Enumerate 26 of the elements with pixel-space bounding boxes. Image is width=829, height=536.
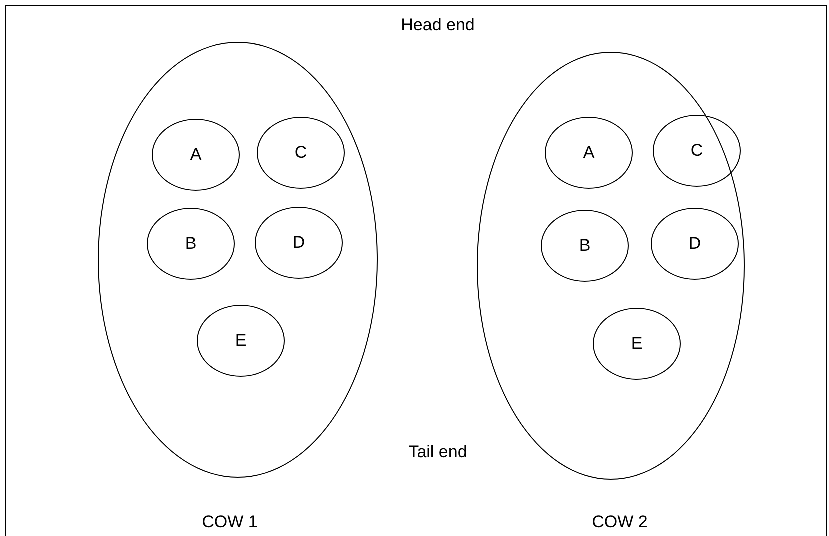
teat-circle [545,117,633,189]
teat-label: A [190,144,202,166]
teat-label: A [583,142,595,164]
teat-circle [152,119,240,191]
teat-label: B [185,233,197,256]
teat-circle [197,305,285,377]
teat-label: D [292,232,306,254]
teat-circle [257,117,345,189]
teat-label: E [631,333,643,356]
teat-label: C [690,140,704,162]
teat-label: D [688,233,702,256]
teat-circle [255,207,343,279]
teat-circle [653,115,741,187]
teat-circle [147,208,235,280]
teat-circle [593,308,681,380]
teat-circle [541,210,629,282]
cow-oval [98,42,378,478]
orientation-label: Head end [401,14,475,36]
orientation-label: Tail end [408,441,468,464]
cow-caption: COW 1 [202,511,258,534]
teat-label: C [294,142,308,164]
teat-circle [651,208,739,280]
teat-label: B [579,235,591,258]
cow-caption: COW 2 [592,511,648,534]
teat-label: E [235,330,247,352]
cow-oval [477,52,745,480]
